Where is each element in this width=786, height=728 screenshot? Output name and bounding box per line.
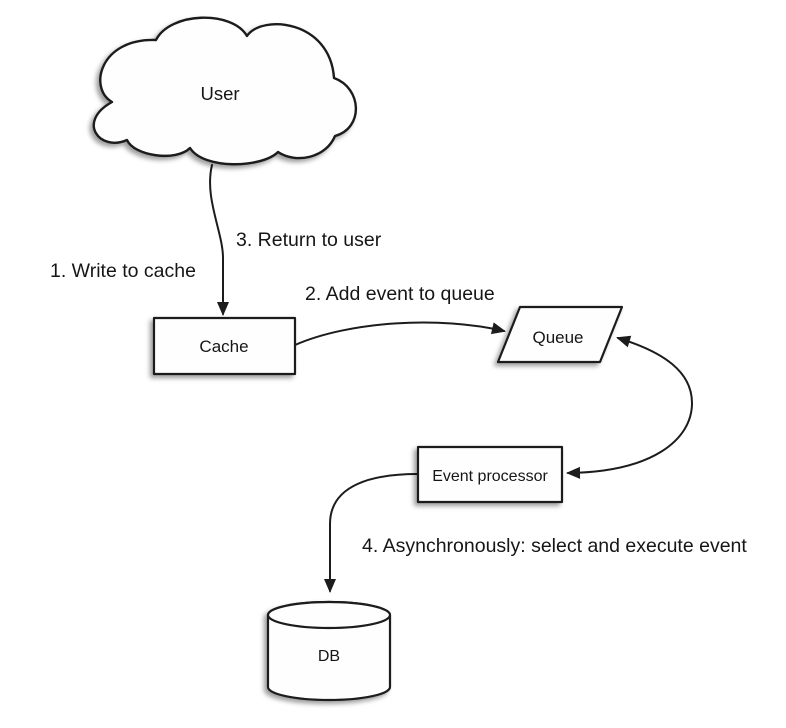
edge-label-step4: 4. Asynchronously: select and execute ev… [362,535,747,557]
arrow-event-processor-to-db [324,473,419,593]
db-label: DB [318,648,340,665]
db-node [266,600,392,702]
queue-parallelogram [496,305,624,364]
edge-label-step2: 2. Add event to queue [305,283,495,305]
edge-label-step3: 3. Return to user [236,229,382,251]
cache-node [152,316,297,376]
queue-node [496,305,624,364]
cloud-shape [92,16,358,166]
arrow-queue-to-event-processor [566,402,693,479]
arrow-cache-to-queue [294,321,506,346]
arrow-event-processor-to-queue [616,335,693,404]
user-label: User [200,83,239,104]
cache-box [152,316,297,376]
event-processor-node [416,445,564,504]
user-cloud-node [92,16,358,166]
db-cylinder-top [266,600,392,630]
edge-label-step1: 1. Write to cache [50,260,196,282]
event-processor-box [416,445,564,504]
event-processor-label: Event processor [432,468,548,485]
arrow-user-to-cache [209,164,229,316]
queue-label: Queue [532,328,583,347]
cache-label: Cache [199,337,248,356]
